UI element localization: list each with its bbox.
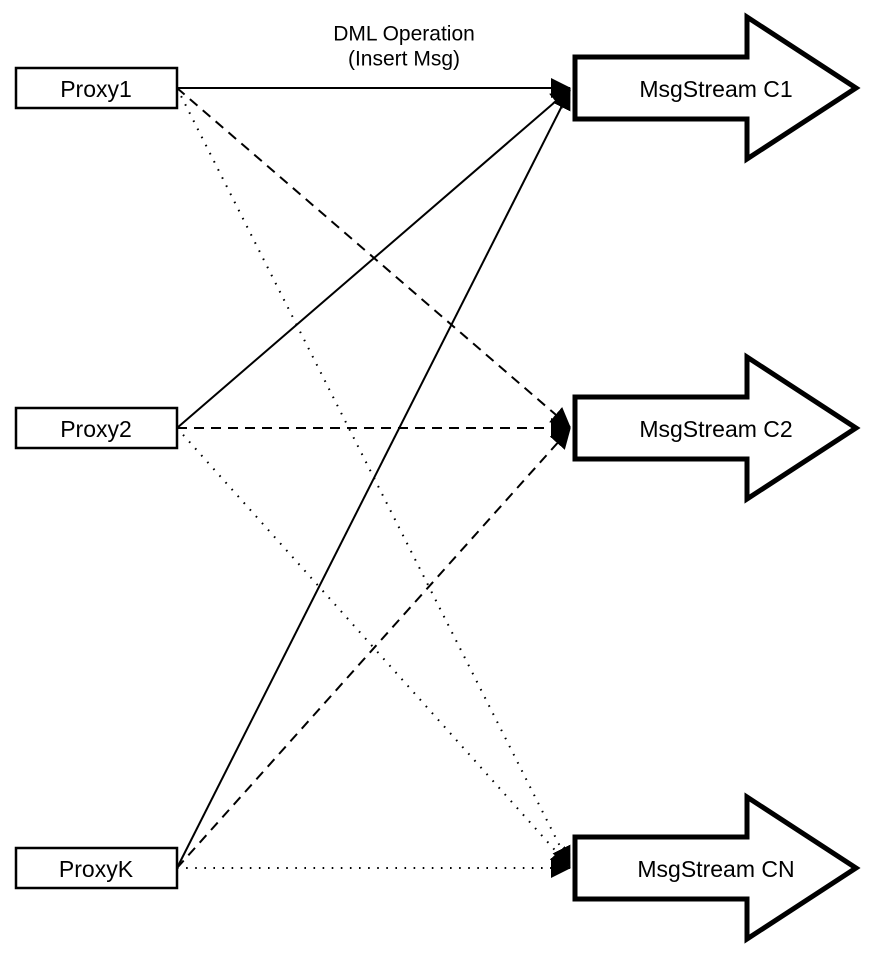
dml-operation-label-line1: DML Operation (333, 23, 475, 46)
edge-proxyk-to-c1-solid (176, 89, 571, 869)
msgstream-cn-label: MsgStream CN (637, 856, 794, 882)
proxyk-box (14, 846, 179, 890)
msgstream-c1-node: MsgStream C1 (572, 12, 861, 164)
proxy2-box (14, 406, 179, 450)
msgstream-c1-arrow-shape (572, 12, 861, 164)
proxy1-box (14, 66, 179, 110)
proxy2-label: Proxy2 (60, 416, 132, 442)
msgstream-cn-arrow-shape (572, 792, 861, 944)
edges-layer (176, 78, 571, 878)
msgstream-c1-label: MsgStream C1 (639, 76, 792, 102)
dml-operation-label-line2: (Insert Msg) (348, 48, 460, 71)
dml-operation-annotation: DML Operation (Insert Msg) (333, 23, 475, 71)
msgstream-c2-label: MsgStream C2 (639, 416, 792, 442)
msgstream-cn-node: MsgStream CN (572, 792, 861, 944)
edge-proxy2-to-c1-solid (176, 88, 571, 429)
msgstream-c2-arrow-shape (572, 352, 861, 504)
msgstream-c2-node: MsgStream C2 (572, 352, 861, 504)
proxy2-node: Proxy2 (14, 406, 179, 450)
proxy1-label: Proxy1 (60, 76, 132, 102)
proxyk-label: ProxyK (59, 856, 134, 882)
edge-proxyk-to-c2-dashed (176, 428, 571, 869)
proxyk-node: ProxyK (14, 846, 179, 890)
proxy1-node: Proxy1 (14, 66, 179, 110)
